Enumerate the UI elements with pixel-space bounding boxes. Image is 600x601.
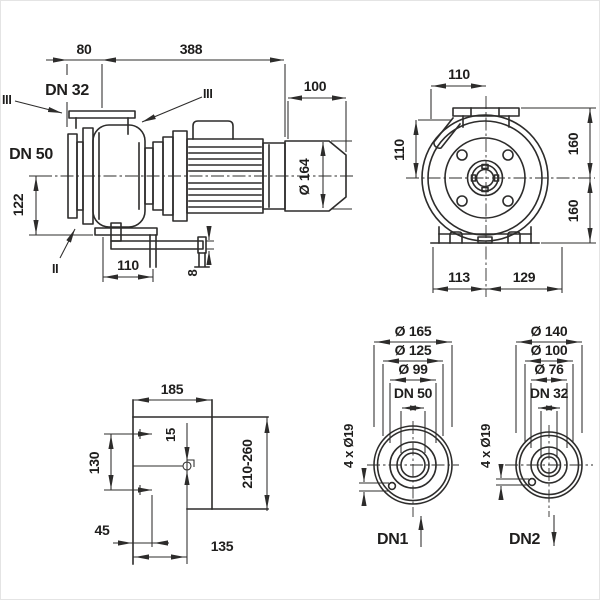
marker-iii-1: III xyxy=(2,93,12,107)
dim-45: 45 xyxy=(95,522,110,538)
front-view-dimensions xyxy=(413,83,596,293)
bolt-hole-dn50 xyxy=(387,481,397,491)
dim-113: 113 xyxy=(448,269,470,285)
dim-dia-165: Ø 165 xyxy=(395,323,432,339)
flange-dn32-centerlines xyxy=(505,425,593,517)
dim-160-bottom: 160 xyxy=(565,199,581,222)
label-dn50-side: DN 50 xyxy=(9,146,53,163)
dim-185: 185 xyxy=(161,381,184,397)
base-plan-outline xyxy=(132,399,269,565)
dim-122: 122 xyxy=(10,193,26,216)
dim-dia-100: Ø 100 xyxy=(531,342,568,358)
dim-dia-99: Ø 99 xyxy=(398,361,428,377)
dim-dia-140: Ø 140 xyxy=(531,323,568,339)
dim-210-260: 210-260 xyxy=(239,439,255,489)
front-view: 110 110 160 160 113 129 xyxy=(391,66,596,297)
dim-8: 8 xyxy=(185,269,200,276)
flange-dn50-circles xyxy=(373,425,453,505)
label-dn1: DN1 xyxy=(377,531,409,548)
dim-110-side: 110 xyxy=(117,257,139,273)
dim-135: 135 xyxy=(211,538,234,554)
base-plan-dimensions xyxy=(108,397,270,560)
flange-bolt-hole xyxy=(502,149,514,161)
label-bolts-dn50: 4 x Ø19 xyxy=(341,424,356,468)
lifting-lug xyxy=(433,116,462,150)
bolt-hole-dn32 xyxy=(527,477,537,487)
flange-dn32-circles xyxy=(515,431,583,499)
dim-dia-125: Ø 125 xyxy=(395,342,432,358)
label-dn2: DN2 xyxy=(509,531,541,548)
dim-388: 388 xyxy=(180,41,203,57)
label-bolts-dn32: 4 x Ø19 xyxy=(478,424,493,468)
mounting-hole xyxy=(182,461,192,471)
flange-dn32-dimensions xyxy=(496,339,583,546)
dim-110-left: 110 xyxy=(391,139,407,161)
label-dn32-flange: DN 32 xyxy=(530,385,569,401)
dim-80: 80 xyxy=(77,41,92,57)
dim-100: 100 xyxy=(304,78,327,94)
flange-dn50-centerlines xyxy=(367,421,459,517)
label-dn50-flange: DN 50 xyxy=(394,385,433,401)
flange-dn50-dimensions xyxy=(359,339,453,547)
dim-129: 129 xyxy=(513,269,536,285)
dim-110-top: 110 xyxy=(448,66,470,82)
pump-front-outline xyxy=(421,107,549,244)
flange-bolt-hole xyxy=(456,149,468,161)
marker-ii: II xyxy=(52,262,58,276)
pump-side-outline xyxy=(67,110,347,268)
flange-dn50-view: Ø 165 Ø 125 Ø 99 DN 50 4 x Ø19 DN1 xyxy=(341,323,459,548)
flange-dn32-view: Ø 140 Ø 100 Ø 76 DN 32 4 x Ø19 DN2 xyxy=(478,323,593,548)
marker-iii-2: III xyxy=(203,87,213,101)
dim-15: 15 xyxy=(163,428,178,442)
shaft-end xyxy=(475,168,495,188)
terminal-box xyxy=(192,120,234,140)
flange-bolt-hole xyxy=(456,195,468,207)
flange-bolt-hole xyxy=(502,195,514,207)
fan-cover xyxy=(284,140,347,212)
dim-dia-76: Ø 76 xyxy=(534,361,564,377)
side-view-dimensions xyxy=(14,57,352,282)
base-plan-view: 185 130 15 210-260 45 135 xyxy=(86,381,270,565)
front-view-centerlines xyxy=(406,96,595,297)
dim-130: 130 xyxy=(86,451,102,474)
side-view: 80 388 100 Ø 164 122 110 8 DN 32 DN 50 I… xyxy=(2,41,353,282)
dim-dia-164: Ø 164 xyxy=(296,158,312,195)
dim-160-top: 160 xyxy=(565,132,581,155)
label-dn32-side: DN 32 xyxy=(45,82,89,99)
